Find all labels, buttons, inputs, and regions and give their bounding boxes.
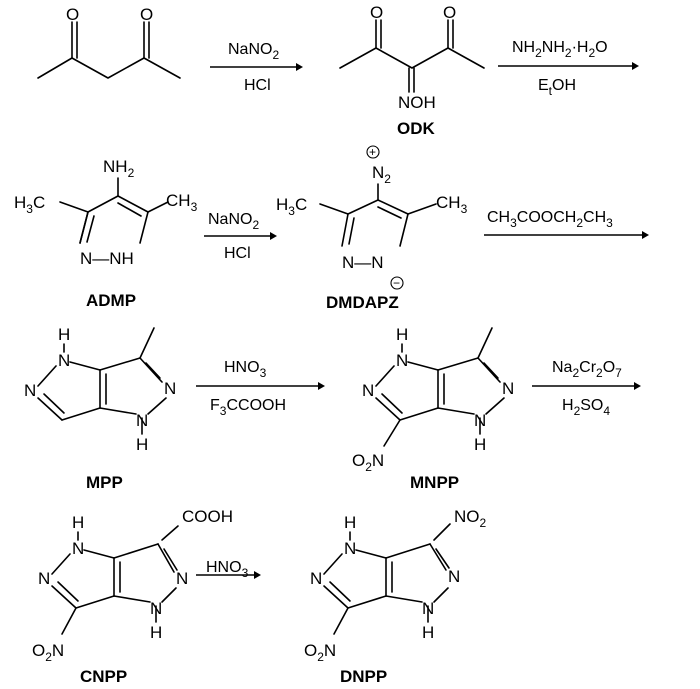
reagent-label: NaNO2: [228, 41, 279, 62]
dnpp-structure: NO2 H N N N N H O2N DNPP: [304, 507, 487, 686]
reagent-label: Na2Cr2O7: [552, 359, 622, 380]
atom-label: CH3: [436, 193, 468, 216]
atom-label: COOH: [182, 507, 233, 526]
reagent-label: NaNO2: [208, 211, 259, 232]
reagent-label: NH2NH2·H2O: [512, 39, 608, 60]
atom-label: H3C: [14, 193, 45, 216]
atom-label: O: [66, 5, 79, 24]
atom-label: H: [396, 325, 408, 344]
atom-label: N: [72, 539, 84, 558]
atom-label: N2: [372, 163, 391, 186]
compound-name-cnpp: CNPP: [80, 667, 127, 686]
charge-label: −: [393, 276, 400, 290]
acetylacetone-structure: O O: [37, 5, 181, 79]
reaction-arrow-3: NaNO2 HCl: [204, 211, 277, 262]
compound-name-admp: ADMP: [86, 291, 136, 310]
compound-name-dmdapz: DMDAPZ: [326, 293, 399, 312]
atom-label: NOH: [398, 93, 436, 112]
atom-label: CH3: [166, 191, 198, 214]
compound-name-mnpp: MNPP: [410, 473, 459, 492]
reagent-label: HNO3: [206, 559, 249, 580]
atom-label: N—N: [342, 253, 384, 272]
reaction-arrow-6: Na2Cr2O7 H2SO4: [532, 359, 641, 418]
atom-label: O: [443, 3, 456, 22]
atom-label: NH2: [103, 157, 135, 180]
atom-label: N—NH: [80, 249, 134, 268]
atom-label: H: [150, 623, 162, 642]
atom-label: N: [24, 381, 36, 400]
reagent-label: CH3COOCH2CH3: [487, 209, 613, 230]
atom-label: H: [344, 513, 356, 532]
mpp-structure: H N N N N H MPP: [24, 325, 176, 492]
compound-name-mpp: MPP: [86, 473, 123, 492]
reagent-label: F3CCOOH: [210, 397, 286, 418]
atom-label: H: [136, 435, 148, 454]
atom-label: H3C: [276, 195, 307, 218]
compound-name-dnpp: DNPP: [340, 667, 387, 686]
reagent-label: HCl: [224, 245, 251, 262]
admp-structure: NH2 H3C CH3 N—NH ADMP: [14, 157, 198, 310]
atom-label: H: [58, 325, 70, 344]
atom-label: N: [310, 569, 322, 588]
atom-label: NO2: [454, 507, 487, 530]
atom-label: N: [58, 351, 70, 370]
reaction-arrow-1: NaNO2 HCl: [210, 41, 303, 94]
atom-label: N: [362, 381, 374, 400]
reagent-label: EtOH: [538, 77, 576, 98]
atom-label: O2N: [32, 641, 64, 664]
atom-label: H: [474, 435, 486, 454]
reaction-arrow-2: NH2NH2·H2O EtOH: [498, 39, 639, 98]
reagent-label: HCl: [244, 77, 271, 94]
reaction-arrow-7: HNO3: [196, 559, 261, 580]
atom-label: H: [422, 623, 434, 642]
atom-label: N: [176, 569, 188, 588]
reagent-label: HNO3: [224, 359, 267, 380]
reaction-arrow-5: HNO3 F3CCOOH: [196, 359, 325, 418]
atom-label: N: [38, 569, 50, 588]
atom-label: O2N: [304, 641, 336, 664]
reaction-arrow-4: CH3COOCH2CH3: [484, 209, 649, 239]
dmdapz-structure: + N2 H3C CH3 N—N − DMDAPZ: [276, 145, 468, 312]
compound-name-odk: ODK: [397, 119, 436, 138]
atom-label: N: [502, 379, 514, 398]
atom-label: H: [72, 513, 84, 532]
reagent-label: H2SO4: [562, 397, 610, 418]
mnpp-structure: H N N N N H O2N MNPP: [352, 325, 514, 492]
charge-label: +: [369, 145, 376, 159]
atom-label: O2N: [352, 451, 384, 474]
atom-label: N: [448, 567, 460, 586]
atom-label: N: [164, 379, 176, 398]
atom-label: N: [396, 351, 408, 370]
cnpp-structure: COOH H N N N N H O2N CNPP: [32, 507, 233, 686]
atom-label: O: [370, 3, 383, 22]
atom-label: N: [344, 539, 356, 558]
odk-structure: O O NOH ODK: [339, 3, 485, 138]
atom-label: O: [140, 5, 153, 24]
